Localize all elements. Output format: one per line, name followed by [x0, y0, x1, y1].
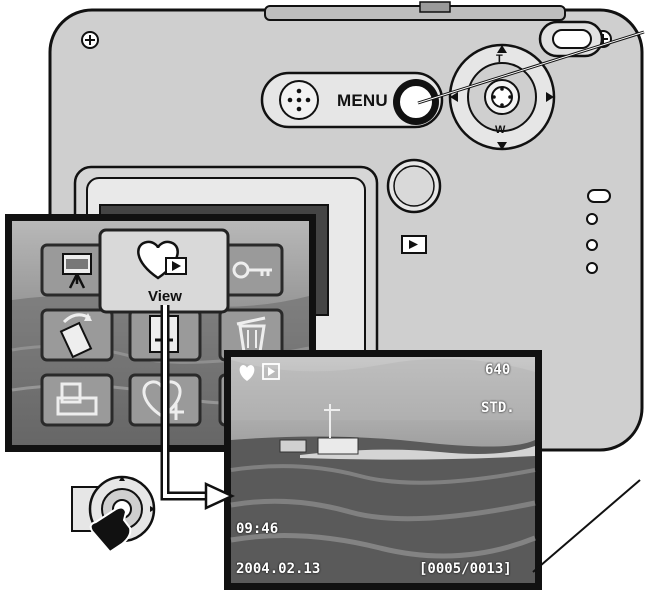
- arrow-down-icon: [497, 142, 507, 150]
- arrow-right-icon: [546, 92, 554, 102]
- favorite-heart-icon: [239, 365, 255, 381]
- menu-tile-rotate[interactable]: [40, 308, 114, 362]
- menu-button-label: MENU: [337, 91, 388, 110]
- zoom-controller[interactable]: [448, 43, 556, 151]
- menu-tile-print[interactable]: [40, 373, 114, 427]
- indicator-lamps: [586, 189, 611, 274]
- menu-tile-view-selected[interactable]: [98, 228, 230, 314]
- menu-tile-slideshow[interactable]: [40, 243, 114, 297]
- slideshow-icon: [62, 253, 92, 289]
- menu-button[interactable]: [393, 79, 439, 125]
- playback-button[interactable]: [386, 158, 442, 214]
- zoom-wide-label: W: [495, 124, 506, 136]
- image-quality-indicator: STD.: [481, 400, 515, 416]
- zoom-tele-label: T: [496, 53, 503, 65]
- menu-tile-delete[interactable]: [218, 308, 284, 362]
- strap-eyelet: [538, 20, 604, 58]
- view-heart-play-icon: [137, 240, 187, 280]
- lock-key-icon: [232, 261, 272, 279]
- capture-time: 09:46: [236, 521, 279, 537]
- capture-date: 2004.02.13: [236, 561, 321, 577]
- print-icon: [56, 382, 98, 416]
- image-size-indicator: 640: [485, 362, 511, 378]
- arrow-left-icon: [450, 92, 458, 102]
- boat-image: [279, 404, 359, 455]
- controller-press-detail: [71, 475, 156, 554]
- playback-screen: [224, 350, 542, 590]
- view-menu-label: View: [148, 288, 182, 305]
- arrow-up-icon: [497, 45, 507, 53]
- callout-lines: [417, 30, 645, 573]
- rotate-icon: [59, 313, 93, 359]
- finger-pointer-icon: [89, 506, 132, 554]
- play-indicator-icon: [262, 363, 280, 380]
- screw-icon: [81, 31, 99, 49]
- frame-counter: [0005/0013]: [419, 561, 512, 577]
- flow-arrow: [160, 305, 235, 510]
- playback-icon: [401, 235, 427, 254]
